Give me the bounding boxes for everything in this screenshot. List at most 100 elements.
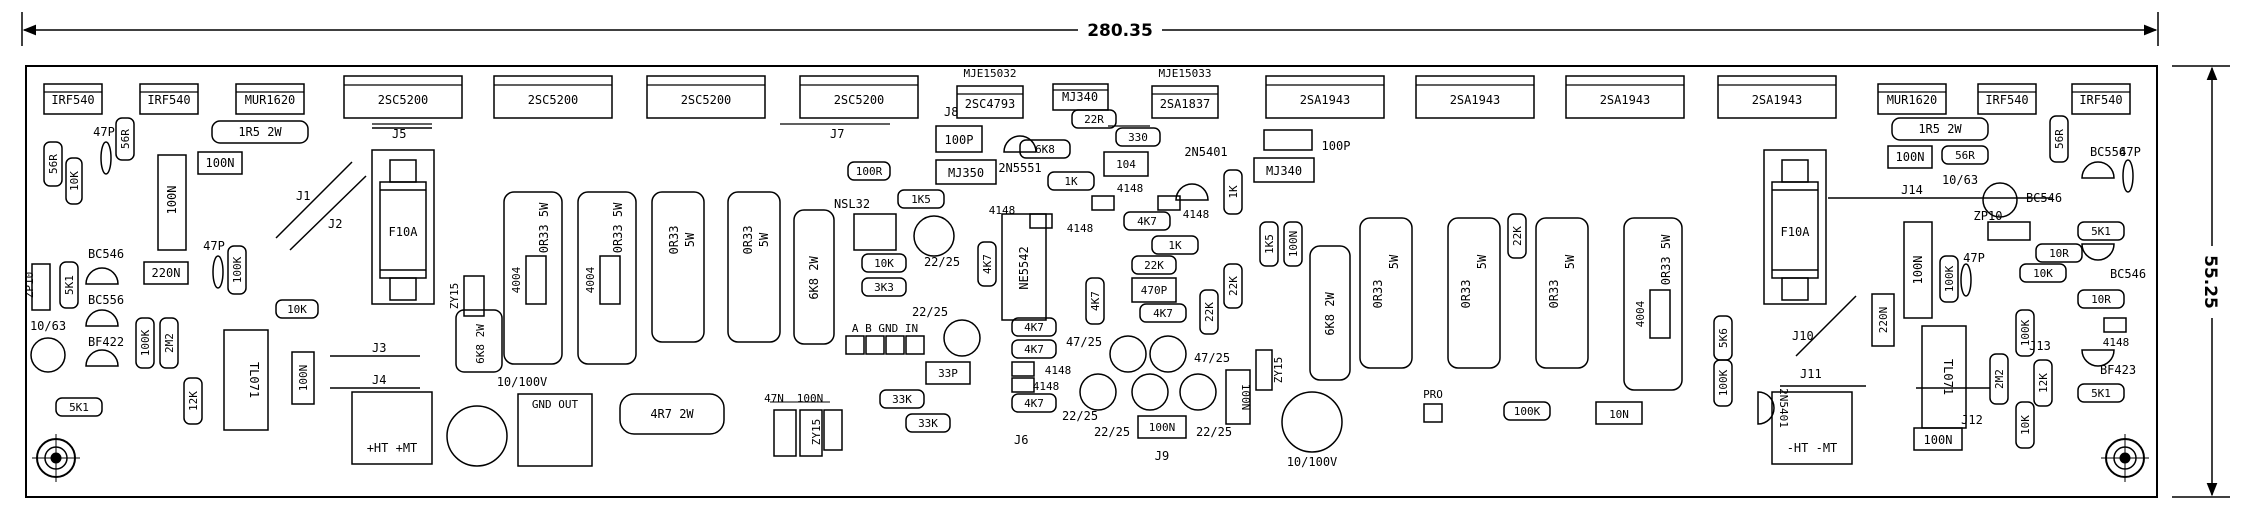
c33p-label: 33P	[938, 367, 958, 380]
zy15-m-label: ZY15	[810, 419, 823, 446]
bc546-r1-label: BC546	[2026, 191, 2062, 205]
2sa1943-4-label: 2SA1943	[1752, 93, 1803, 107]
r2m2-r-body	[1989, 353, 2009, 405]
r56r-r1-label: 56R	[1955, 149, 1975, 162]
c220n-r-body	[1871, 293, 1895, 347]
c104-body	[1103, 151, 1149, 177]
bc546-l-body	[85, 267, 119, 285]
r100-b-body	[1283, 221, 1303, 267]
reg-7815	[517, 393, 593, 467]
height-value: 55.25	[2200, 255, 2220, 309]
d4148-c-body	[1029, 213, 1053, 229]
r330-body	[1115, 127, 1161, 147]
r0r33-8-label: 0R33 5W	[1659, 234, 1673, 285]
fuse-f10a-l	[379, 159, 427, 301]
r4k7-c-label: 4K7	[1153, 307, 1173, 320]
bf423-label: BF423	[2100, 363, 2136, 377]
irf540-r2-label: IRF540	[2079, 93, 2122, 107]
r56r-r2-label: 56R	[2053, 129, 2066, 149]
r4r7-body	[619, 393, 725, 435]
r10k-l-body	[65, 157, 83, 205]
r1r5-r-label: 1R5 2W	[1918, 122, 1962, 136]
r100k-d-label: 100K	[1717, 369, 1730, 396]
irf540-l1-outline	[43, 83, 103, 115]
j4-label: J4	[372, 373, 386, 387]
2sc5200-3-outline	[646, 75, 766, 119]
r2m2-r-label: 2M2	[1993, 369, 2006, 389]
c47p-l2-label: 47P	[203, 239, 225, 253]
r12k-r-body	[2033, 359, 2053, 407]
r0r33-2-body	[577, 191, 637, 365]
c22-25-d-label: 22/25	[1094, 425, 1130, 439]
zy15-l-body	[463, 275, 485, 317]
bc556-l-body	[85, 309, 119, 327]
r10k-d-label: 10K	[2033, 267, 2053, 280]
2n5551-body	[1003, 135, 1037, 153]
r12k-l-label: 12K	[187, 391, 200, 411]
cap-47p-r2	[1960, 263, 1972, 297]
d4148-b-label: 4148	[1033, 380, 1060, 393]
r100k-l2-label: 100K	[139, 329, 152, 356]
j8-label: J8	[944, 105, 958, 119]
r1k-b-label: 1K	[1168, 239, 1182, 252]
c100n-l2-label: 100N	[297, 365, 310, 392]
j9-outline	[1137, 415, 1187, 439]
c10-63-r-label: 10/63	[1942, 173, 1978, 187]
j5-label: J5	[392, 127, 406, 141]
r3k3-label: 3K3	[874, 281, 894, 294]
r22k-c-body	[1199, 289, 1219, 335]
r0r33-2-label: 0R33 5W	[611, 202, 625, 253]
2sc5200-4-label: 2SC5200	[834, 93, 885, 107]
r6k8-c-body	[1309, 245, 1351, 381]
r1k5-label: 1K5	[911, 193, 931, 206]
r0r33-5-b: 5W	[1387, 254, 1401, 269]
r6b0-label: 6K8	[1035, 143, 1055, 156]
r5k1-r2-body	[2077, 383, 2125, 403]
bf422-label: BF422	[88, 335, 124, 349]
r22k-b-body	[1223, 263, 1243, 309]
bc546-l-label: BC546	[88, 247, 124, 261]
r10r-a-body	[2035, 243, 2083, 263]
r0r33-3-b: 5W	[683, 232, 697, 247]
tl071-l-outline	[223, 329, 269, 431]
r1k5-b-body	[1259, 221, 1279, 267]
mur1620-r-label: MUR1620	[1887, 93, 1938, 107]
zy15-r-body	[1255, 349, 1273, 391]
r56r-l2-label: 56R	[119, 129, 132, 149]
c100n-v-outline	[157, 154, 187, 251]
c10n-body	[1595, 401, 1643, 425]
bc556-r-body	[2081, 161, 2115, 179]
j9-label: J9	[1155, 449, 1169, 463]
r22k-d-body	[1507, 213, 1527, 259]
r4k7-b-label: 4K7	[1137, 215, 1157, 228]
d4004-3-label: 4004	[1634, 300, 1647, 327]
c220n-outline	[143, 261, 189, 285]
cap-47-25-b	[1149, 335, 1187, 373]
d4004-2-body	[599, 255, 621, 305]
d4148-b-body	[1011, 377, 1035, 393]
cap-47p-l2	[212, 255, 224, 289]
r1r5-l-body	[211, 120, 309, 144]
d4148-d-body	[1091, 195, 1115, 211]
r1k5-body	[897, 189, 945, 209]
r22r-body	[1071, 109, 1117, 129]
d4004-1-body	[525, 255, 547, 305]
fuse-f10a-l-label: F10A	[389, 225, 419, 239]
c47n-body	[773, 409, 797, 457]
2sa1943-3-label: 2SA1943	[1600, 93, 1651, 107]
fuse-f10a-r	[1771, 159, 1819, 301]
j2-label: J2	[328, 217, 342, 231]
r33k-b-label: 33K	[918, 417, 938, 430]
r0r33-6-a: 0R33	[1459, 280, 1473, 309]
r10k-l2-label: 10K	[287, 303, 307, 316]
r1k-c-label: 1K	[1227, 185, 1240, 199]
2sc5200-2-outline	[493, 75, 613, 119]
cap-47p-r1	[2122, 159, 2134, 193]
cap-10-100-l	[446, 405, 508, 467]
c47p-l1-label: 47P	[93, 125, 115, 139]
r12k-l-body	[183, 377, 203, 425]
width-dimension	[21, 12, 2159, 46]
r22k-a-label: 22K	[1144, 259, 1164, 272]
c100n-l2-outline	[291, 351, 315, 405]
j7-label: J7	[830, 127, 844, 141]
